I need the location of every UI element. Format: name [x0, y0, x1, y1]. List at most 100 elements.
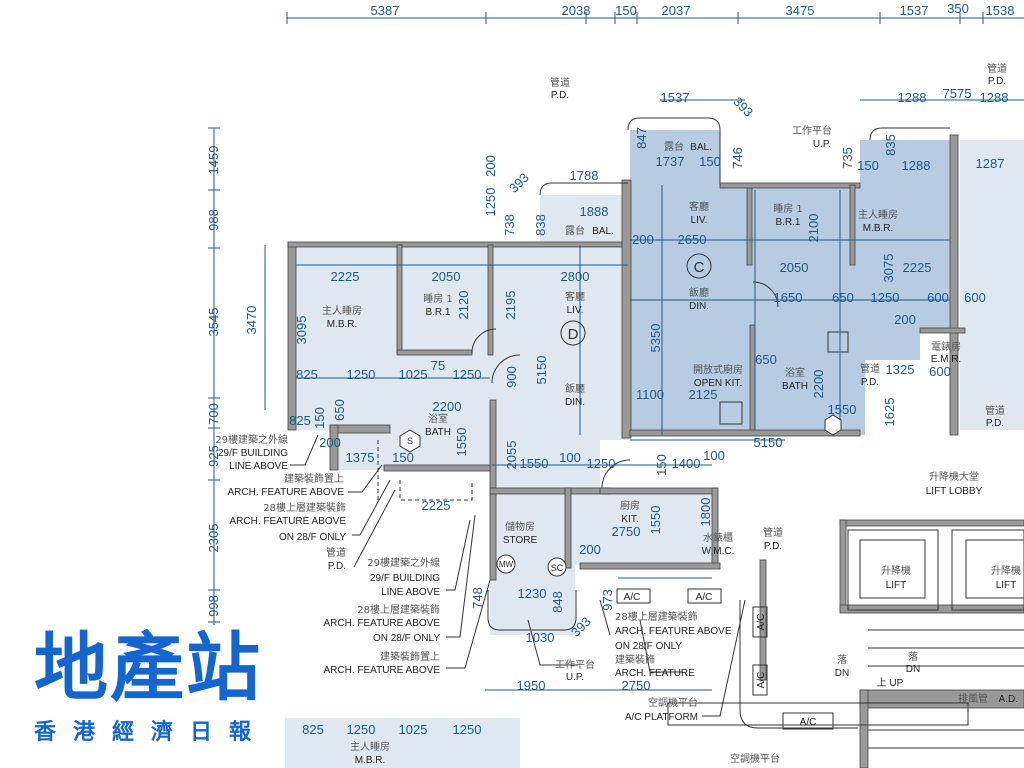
dim-label: 2225 [903, 260, 932, 275]
annotation: A.D. [999, 694, 1018, 705]
dim-label: 200 [894, 312, 916, 327]
room-label: U.P. [813, 139, 831, 150]
annotation: 建築裝飾 [615, 653, 655, 666]
dim-label: 1550 [520, 456, 549, 471]
annotation: ON 28/F ONLY [373, 633, 440, 644]
dim-label: 1250 [347, 367, 376, 382]
room-label: W.M.C. [702, 546, 735, 557]
annotation: 28樓上層建築裝飾 [263, 501, 346, 514]
dim-label: 75 [431, 358, 445, 373]
room-label: DIN. [689, 301, 709, 312]
dim-label: 1459 [206, 146, 221, 175]
dim-label: 900 [504, 366, 519, 388]
flat-mark: D [568, 326, 579, 343]
unit-c-dimensions: 1537 393 1737 150 847 746 200 2650 2050 … [632, 86, 1008, 450]
dim-label: 200 [579, 542, 601, 557]
shower-symbol [824, 414, 842, 436]
room-label: STORE [503, 535, 538, 546]
dim-label: 1288 [980, 90, 1009, 105]
room-label: DIN. [565, 397, 585, 408]
dim-label: 2125 [689, 387, 718, 402]
annotation: DN [906, 664, 920, 675]
dim-label: 1538 [986, 3, 1015, 18]
dim-label: 150 [654, 454, 669, 476]
ac-label: A/C [624, 592, 641, 603]
room-label: P.D. [764, 541, 782, 552]
annotation: 上 UP [877, 677, 904, 689]
annotation: ARCH. FEATURE [615, 668, 695, 679]
room-label: B.R.1 [425, 307, 450, 318]
room-label: BATH [782, 381, 808, 392]
sc-symbol [547, 557, 567, 577]
unit-b-fill [960, 140, 1024, 430]
annotation: ARCH. FEATURE ABOVE [229, 516, 346, 527]
annotation: 29樓建築之外線 [215, 433, 288, 446]
room-label: 客廳 [689, 200, 709, 213]
ac-label: A/C [756, 614, 767, 631]
top-dimensions: 5387 2038 150 2037 3475 1537 350 1538 [371, 1, 1015, 18]
annotation: 落 [837, 654, 847, 666]
annotation: 29/F BUILDING [370, 573, 440, 584]
annotation: DN [835, 668, 849, 679]
dim-label: 650 [755, 352, 777, 367]
dim-label: 1650 [774, 290, 803, 305]
dim-label: 1250 [587, 456, 616, 471]
room-label: BAL. [690, 142, 712, 153]
dim-label: 2200 [811, 370, 826, 399]
dim-label: 1400 [672, 456, 701, 471]
dim-label: 600 [929, 364, 951, 379]
dim-label: 1025 [399, 367, 428, 382]
annotation: 建築裝飾置上 [284, 472, 344, 485]
room-label: 儲物房 [505, 520, 535, 533]
annotation: 落 [908, 651, 918, 663]
annotation: P.D. [328, 561, 346, 572]
dim-label: 200 [483, 155, 498, 177]
annotation: 28樓上層建築裝飾 [615, 610, 698, 623]
room-label: 廚房 [620, 499, 640, 512]
shower-symbol [399, 429, 421, 453]
dim-label: 1325 [886, 362, 915, 377]
room-label: LIV. [691, 215, 708, 226]
sc-label: SC [551, 563, 564, 573]
dim-label: 2195 [503, 291, 518, 320]
dim-label: 2650 [678, 232, 707, 247]
annotation: ON 28/F ONLY [279, 532, 346, 543]
room-label: 浴室 [428, 412, 448, 425]
dimension-lines [208, 12, 1024, 691]
room-label: 管道 [763, 526, 783, 539]
dim-label: 2037 [662, 3, 691, 18]
dim-label: 825 [296, 367, 318, 382]
room-label: KIT. [621, 514, 638, 525]
logo: 地產站 香港經濟日報 [34, 622, 294, 746]
dim-label: 2750 [612, 524, 641, 539]
unit-d-rooms: 主人睡房 M.B.R. 睡房 1 B.R.1 客廳 LIV. D 飯廳 DIN.… [322, 224, 783, 577]
annotation: LINE ABOVE [381, 587, 440, 598]
room-label: E.M.R. [931, 354, 962, 365]
annotation: 管道 [326, 546, 346, 559]
annotation: 升降機 [991, 564, 1021, 577]
room-label: 電錶房 [931, 340, 961, 353]
dim-label: 650 [332, 399, 347, 421]
logo-title: 地產站 [34, 625, 262, 711]
dim-label: 835 [883, 134, 898, 156]
dim-label: 7575 [943, 86, 972, 101]
ac-label: A/C [696, 592, 713, 603]
dim-label: 700 [206, 403, 221, 425]
annotation: 空調機平台 [730, 752, 780, 765]
dim-label: 3470 [244, 306, 259, 335]
annotation: LINE ABOVE [229, 461, 288, 472]
room-label: 客廳 [565, 290, 585, 303]
dim-label: 3095 [294, 316, 309, 345]
dim-label: 2200 [433, 399, 462, 414]
room-label: P.D. [986, 418, 1004, 429]
room-label: B.R.1 [775, 217, 800, 228]
room-label: P.D. [988, 76, 1006, 87]
annotations: 29樓建築之外線 29/F BUILDING LINE ABOVE 建築裝飾置上… [215, 433, 1021, 766]
dim-label: 1737 [656, 154, 685, 169]
flat-mark-circle [686, 253, 712, 279]
dim-label: 350 [947, 1, 969, 16]
room-label: 露台 [664, 140, 684, 153]
room-label: 管道 [550, 76, 570, 89]
dim-label: 650 [832, 290, 854, 305]
